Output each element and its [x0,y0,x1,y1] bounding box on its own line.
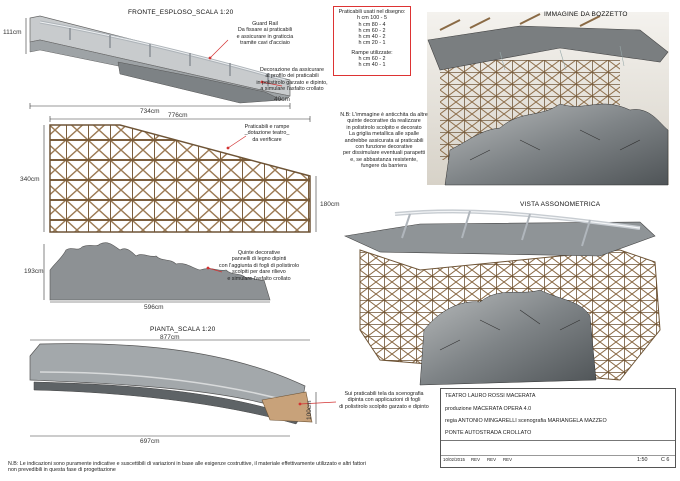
title-block: TEATRO LAURO ROSSI MACERATA produzione M… [440,388,676,468]
view-title-fronte: FRONTE_ESPLOSO_SCALA 1:20 [128,9,234,16]
praticabili-list-box: Praticabili usati nel disegno: h cm 100 … [333,6,411,76]
dim-100: 100cm [306,400,313,420]
tb-credits: regia ANTONIO MINGARELLI scenografia MAR… [445,418,607,424]
truss-structure [43,116,317,233]
bozzetto-image [427,12,669,186]
dim-180: 180cm [320,201,340,208]
tb-rev-1: REV [471,457,481,462]
tb-scale: 1:50 [637,457,648,463]
tb-date: 10/02/2015 [443,457,465,462]
footer-note: N.B: Le indicazioni sono puramente indic… [8,461,366,474]
dim-40: 40cm [274,96,290,103]
leader-lines [207,39,337,405]
dim-697: 697cm [140,438,160,445]
dim-340: 340cm [20,176,40,183]
dim-776: 776cm [168,112,188,119]
note-praticabili: Praticabili e rampe_dotazione teatro_da … [244,124,290,143]
view-title-pianta: PIANTA_SCALA 1:20 [150,326,216,333]
assonometrica-drawing [343,209,661,386]
view-title-vista: VISTA ASSONOMETRICA [520,201,601,208]
dim-596: 596cm [144,304,164,311]
tb-rev-2: REV [487,457,497,462]
quinte-silhouette [43,242,271,303]
tb-rev-3: REV [503,457,513,462]
dim-734: 734cm [140,108,160,115]
pianta-plan [29,339,317,437]
dim-877: 877cm [160,334,180,341]
tb-subject: PONTE AUTOSTRADA CROLLATO [445,430,532,436]
view-title-bozzetto: IMMAGINE DA BOZZETTO [544,11,628,18]
dim-193: 193cm [24,268,44,275]
tb-production: produzione MACERATA OPERA 4.0 [445,406,532,412]
tb-theatre: TEATRO LAURO ROSSI MACERATA [445,393,536,399]
dim-111: 111cm [3,29,22,36]
fronte-bridge-drawing [25,15,291,109]
tb-sheet: C 6 [661,457,670,463]
